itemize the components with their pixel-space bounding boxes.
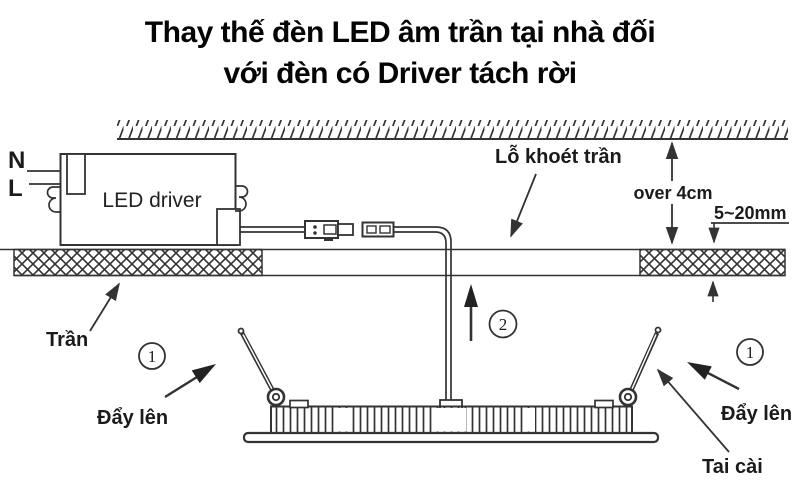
clearance-label: over 4cm bbox=[633, 183, 712, 203]
neutral-label: N bbox=[8, 147, 25, 174]
push-up-left-shaft bbox=[164, 375, 198, 399]
step1-left-circle bbox=[138, 342, 166, 370]
push-up-right-shaft bbox=[705, 370, 740, 391]
mounting-ear-right bbox=[235, 185, 249, 212]
spring-clip-right bbox=[618, 326, 662, 407]
clip-rod-right-core bbox=[630, 334, 657, 391]
hole-arrow-icon bbox=[510, 173, 537, 238]
connector-pin-1 bbox=[313, 225, 317, 229]
clip-label: Tai cài bbox=[702, 456, 763, 478]
clip-pivot-left bbox=[266, 387, 286, 407]
connector-cell-1 bbox=[366, 225, 377, 234]
lift-arrow bbox=[464, 284, 478, 341]
clip-pivot-right-inner bbox=[623, 392, 633, 402]
heatsink-gap-1 bbox=[336, 408, 348, 432]
title-line-1: Thay thế đèn LED âm trần tại nhà đối bbox=[144, 16, 656, 49]
ceiling-cross-section bbox=[0, 248, 786, 277]
clip-arrow-icon bbox=[656, 368, 730, 453]
thickness-dimension: 5~20mm bbox=[707, 203, 789, 302]
clip-rod-left-core bbox=[242, 334, 274, 391]
connector-plug-male bbox=[361, 221, 395, 238]
fixture-tab-right bbox=[594, 399, 614, 409]
clip-pivot-right bbox=[618, 387, 638, 407]
step-markers: 1 2 1 bbox=[138, 309, 764, 370]
step1-right-circle bbox=[736, 338, 764, 366]
title-line-2: với đèn có Driver tách rời bbox=[223, 57, 577, 90]
trim-flange bbox=[242, 431, 660, 444]
led-driver-box: LED driver bbox=[46, 153, 249, 246]
page-title: Thay thế đèn LED âm trần tại nhà đối với… bbox=[0, 12, 800, 94]
clearance-dimension: over 4cm bbox=[633, 141, 713, 245]
step2-number: 2 bbox=[499, 315, 508, 334]
push-up-left-label: Đẩy lên bbox=[97, 407, 168, 429]
ceiling-callout: Trần bbox=[46, 282, 120, 351]
connector-tab bbox=[337, 223, 354, 236]
connector-cell-2 bbox=[379, 225, 391, 234]
mounting-ear-left bbox=[46, 186, 60, 213]
driver-body bbox=[59, 153, 237, 246]
ceiling-label: Trần bbox=[46, 329, 88, 351]
thickness-label: 5~20mm bbox=[714, 203, 787, 223]
driver-terminal-left bbox=[66, 153, 86, 195]
push-up-left-arrow-icon bbox=[191, 364, 216, 384]
clip-callout: Tai cài bbox=[656, 368, 763, 478]
clip-tip-right bbox=[654, 326, 662, 334]
lift-arrow-up-icon bbox=[464, 284, 478, 307]
step1-right-number: 1 bbox=[746, 343, 755, 362]
mains-input: N L bbox=[8, 147, 62, 202]
downlight-fixture bbox=[237, 326, 662, 444]
clip-tip-left bbox=[237, 327, 245, 335]
lamp-cable-outer bbox=[394, 226, 452, 402]
push-up-right: Đẩy lên bbox=[687, 362, 792, 425]
live-label: L bbox=[8, 175, 23, 202]
structural-slab-hatching bbox=[117, 120, 788, 140]
output-cable bbox=[240, 220, 463, 410]
ceiling-arrow-icon bbox=[89, 282, 120, 332]
step2-circle bbox=[488, 309, 518, 339]
ceiling-board-right bbox=[639, 248, 786, 277]
connector-slot bbox=[323, 224, 337, 235]
driver-label: LED driver bbox=[102, 189, 201, 212]
push-up-right-label: Đẩy lên bbox=[721, 403, 792, 425]
heatsink-gap-center bbox=[436, 408, 466, 432]
spring-clip-left bbox=[237, 327, 286, 407]
lamp-cable-inner bbox=[394, 231, 447, 402]
fixture-tab-left bbox=[289, 399, 309, 409]
heatsink-gap-2 bbox=[523, 408, 535, 432]
hole-callout: Lỗ khoét trần bbox=[495, 144, 622, 238]
connector-plug-female bbox=[304, 220, 354, 241]
hole-label: Lỗ khoét trần bbox=[495, 144, 622, 168]
step1-left-number: 1 bbox=[148, 347, 157, 366]
driver-terminal-right bbox=[216, 208, 241, 246]
clip-pivot-left-inner bbox=[271, 392, 281, 402]
connector-pin-2 bbox=[313, 231, 317, 235]
slab-hatch-area bbox=[117, 120, 788, 138]
ceiling-board-left bbox=[13, 248, 263, 277]
push-up-right-arrow-icon bbox=[687, 362, 712, 380]
push-up-left: Đẩy lên bbox=[97, 364, 216, 429]
